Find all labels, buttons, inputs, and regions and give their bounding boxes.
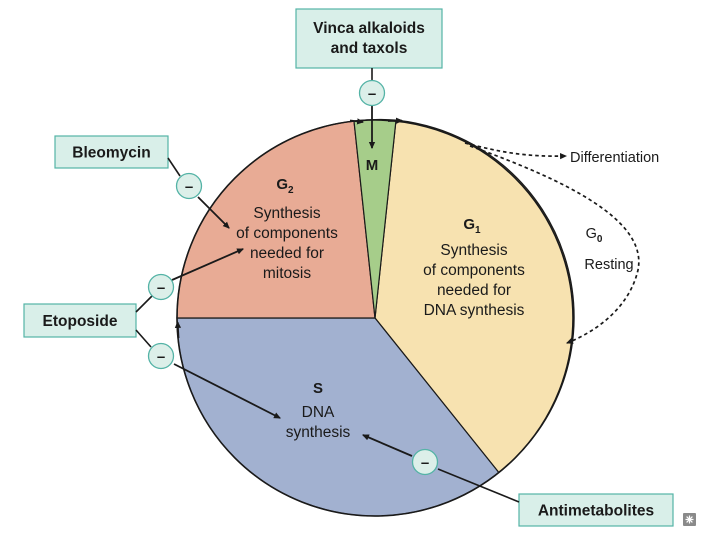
cycle-arrowhead-top (349, 118, 365, 125)
svg-text:–: – (421, 455, 429, 472)
svg-text:–: – (157, 280, 165, 297)
svg-text:–: – (368, 86, 376, 103)
vinca-inhibit-icon: – (358, 79, 386, 107)
antimetabolites-label: Antimetabolites (538, 503, 654, 520)
etoposide-box (23, 303, 137, 338)
svg-text:–: – (157, 349, 165, 366)
etoposide-s-inhibit-icon: – (147, 342, 175, 370)
cycle-outline (176, 119, 574, 517)
g2-desc-line-2: of components (236, 225, 338, 242)
s-desc-line-1: DNA (302, 404, 335, 421)
g1-desc-line-3: needed for (437, 282, 511, 299)
etoposide-g2-inhibit-icon: – (147, 273, 175, 301)
antimetabolites-inhibit-icon: – (411, 448, 439, 476)
vinca-label-line-1: Vinca alkaloids (313, 20, 425, 37)
antimetabolites-connector (437, 468, 520, 503)
g1-desc-line-1: Synthesis (440, 242, 507, 259)
g0-resting-dashed-arrow (469, 145, 640, 344)
bleomycin-label: Bleomycin (72, 145, 150, 162)
g0-title: G0 (586, 226, 603, 245)
g0-resting-label: Resting (584, 257, 633, 273)
s-desc-line-2: synthesis (286, 424, 351, 441)
m-phase-title: M (366, 157, 379, 174)
asterisk-icon (683, 513, 696, 526)
g2-desc-line-4: mitosis (263, 265, 311, 282)
g1-desc-line-4: DNA synthesis (424, 302, 525, 319)
svg-text:–: – (185, 179, 193, 196)
bleomycin-inhibit-arrow (197, 196, 230, 229)
g2-desc-line-3: needed for (250, 245, 324, 262)
differentiation-label: Differentiation (570, 150, 659, 166)
s-phase-title: S (313, 380, 323, 397)
vinca-box (295, 8, 443, 69)
antimetabolites-inhibit-arrow (362, 434, 413, 457)
bleomycin-inhibit-icon: – (175, 172, 203, 200)
etoposide-g2-inhibit-arrow (171, 248, 244, 281)
etoposide-connector-upper (135, 295, 153, 313)
g1-phase-title: G1 (463, 216, 481, 236)
etoposide-connector-lower (135, 329, 152, 348)
bleomycin-connector (167, 157, 181, 177)
antimetabolites-box (518, 493, 674, 527)
g1-desc-line-2: of components (423, 262, 525, 279)
cycle-arrowhead-left (174, 320, 182, 339)
vinca-label-line-2: and taxols (331, 40, 408, 57)
etoposide-label: Etoposide (43, 313, 118, 330)
g2-phase-title: G2 (276, 176, 294, 196)
g2-desc-line-1: Synthesis (253, 205, 320, 222)
bleomycin-box (54, 135, 169, 169)
etoposide-s-inhibit-arrow (173, 363, 281, 419)
